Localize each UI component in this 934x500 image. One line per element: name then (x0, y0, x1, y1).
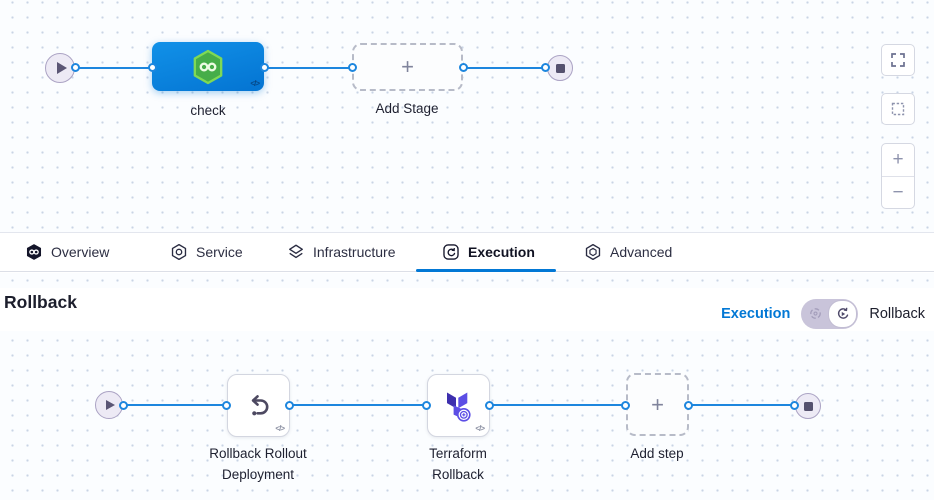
step-label: Terraform Rollback (429, 446, 487, 482)
port[interactable] (684, 401, 693, 410)
tab-label: Overview (51, 244, 110, 260)
toggle-thumb (828, 300, 858, 328)
plus-icon: + (651, 391, 664, 417)
execution-cycle-icon (443, 244, 459, 260)
harness-hexagon-icon (26, 244, 42, 260)
tab-advanced[interactable]: Advanced (584, 233, 672, 271)
tab-infrastructure[interactable]: Infrastructure (287, 233, 395, 271)
code-icon: </> (475, 424, 485, 433)
play-icon (56, 62, 67, 74)
rollback-mode-icon (837, 307, 849, 319)
port[interactable] (459, 63, 468, 72)
execution-mode-link[interactable]: Execution (721, 306, 791, 322)
marquee-icon (891, 102, 905, 116)
port[interactable] (485, 401, 494, 410)
code-icon: </> (250, 79, 260, 88)
port[interactable] (422, 401, 431, 410)
rollback-start-node[interactable] (95, 391, 123, 419)
stage-label: check (190, 103, 226, 118)
stop-icon (803, 401, 813, 411)
port[interactable] (348, 63, 357, 72)
add-stage-label: Add Stage (375, 101, 439, 116)
zoom-in-icon: + (892, 149, 904, 170)
tab-label: Infrastructure (313, 244, 396, 260)
add-step-label: Add step (630, 446, 684, 461)
service-target-icon (171, 243, 187, 261)
stage-canvas[interactable]: </> check + Add Stage (0, 0, 934, 233)
execution-mode-icon (810, 308, 822, 319)
tab-label: Advanced (610, 244, 673, 260)
tab-label: Execution (468, 244, 535, 260)
stop-icon (555, 63, 565, 73)
add-stage-button[interactable]: + (352, 43, 463, 91)
port[interactable] (222, 401, 231, 410)
advanced-hexagon-icon (585, 243, 601, 261)
fullscreen-button[interactable] (881, 44, 915, 76)
layers-diamond-icon (289, 244, 303, 259)
port[interactable] (285, 401, 294, 410)
zoom-out-button[interactable]: − (882, 176, 914, 208)
add-step-button[interactable]: + (626, 373, 689, 436)
section-title: Rollback (4, 292, 77, 312)
step-label: Rollback Rollout Deployment (209, 446, 307, 482)
rollback-header: Rollback Execution (0, 288, 934, 331)
stage-tabbar: Overview Service Infrastructure Executio… (0, 233, 934, 272)
tab-service[interactable]: Service (170, 233, 243, 271)
port[interactable] (621, 401, 630, 410)
harness-cd-icon (193, 49, 223, 84)
rollback-mode-label: Rollback (869, 306, 925, 322)
tab-overview[interactable]: Overview (25, 233, 109, 271)
tab-execution[interactable]: Execution (442, 233, 535, 271)
code-icon: </> (275, 424, 285, 433)
zoom-in-button[interactable]: + (882, 144, 914, 176)
port[interactable] (148, 63, 157, 72)
pipeline-end-node[interactable] (547, 55, 573, 81)
stage-edge (60, 67, 560, 69)
zoom-out-icon: − (892, 181, 904, 203)
terraform-icon (446, 392, 471, 422)
port[interactable] (541, 63, 550, 72)
tab-label: Service (196, 244, 243, 260)
step-node-terraform-rollback[interactable]: </> (427, 374, 490, 437)
fit-selection-button[interactable] (881, 93, 915, 125)
play-icon (106, 400, 115, 410)
step-node-rollback-rollout[interactable]: </> (227, 374, 290, 437)
active-tab-underline (416, 269, 556, 272)
mode-switch-row: Execution Rollback (721, 299, 925, 329)
port[interactable] (71, 63, 80, 72)
port[interactable] (119, 401, 128, 410)
port[interactable] (260, 63, 269, 72)
rollback-canvas[interactable]: Rollback Execution (0, 273, 934, 500)
fullscreen-icon (891, 53, 905, 67)
zoom-group: + − (881, 143, 915, 209)
plus-icon: + (401, 54, 414, 79)
undo-arrow-icon (251, 394, 269, 415)
execution-rollback-toggle[interactable] (801, 299, 859, 329)
stage-node-check[interactable]: </> (152, 42, 264, 91)
port[interactable] (790, 401, 799, 410)
pipeline-start-node[interactable] (45, 53, 75, 83)
